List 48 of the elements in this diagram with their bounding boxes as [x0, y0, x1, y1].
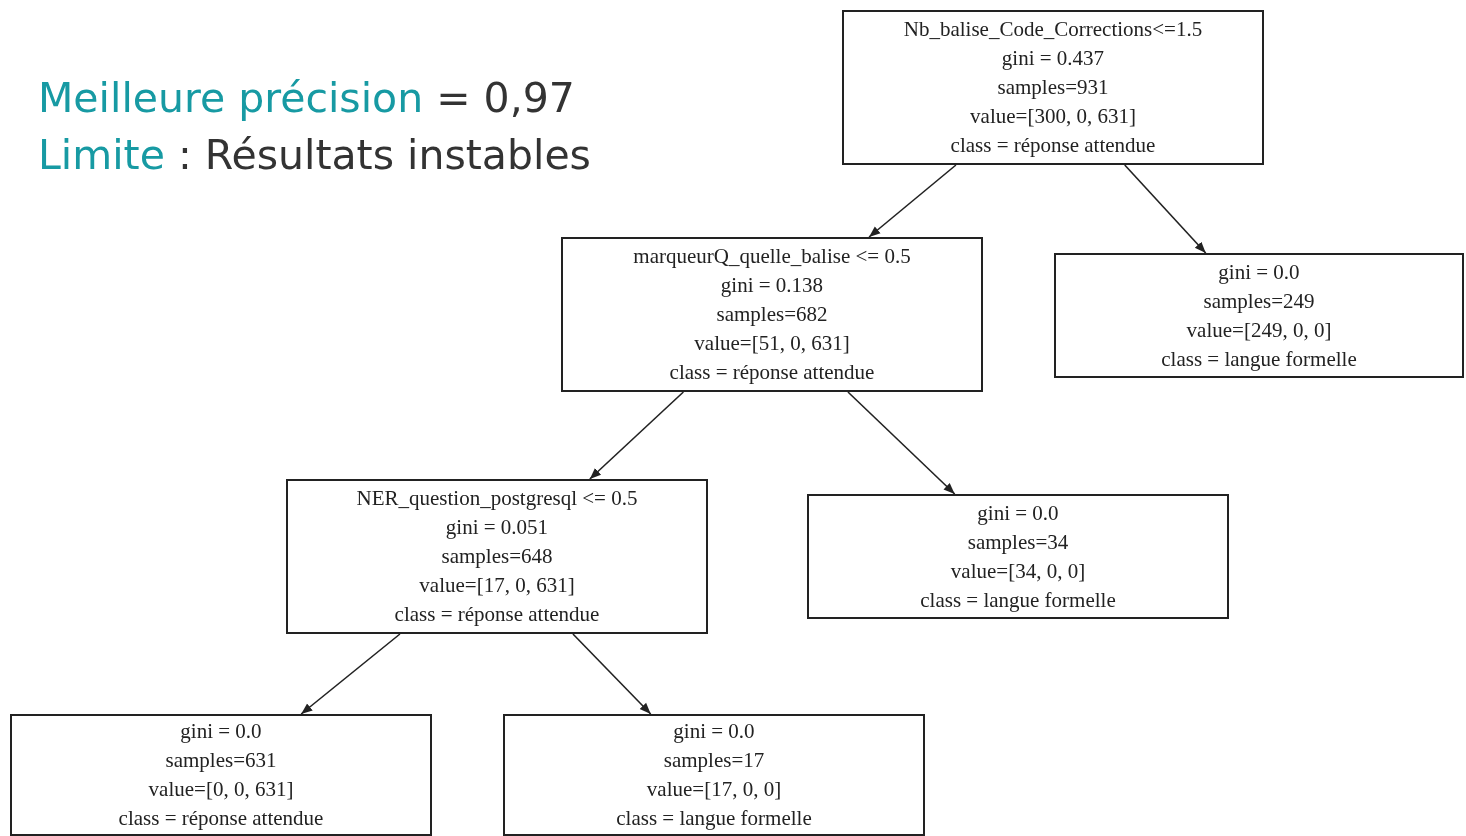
node-text: samples=34: [967, 528, 1069, 556]
metric-value: = 0,97: [436, 74, 575, 122]
node-text: class = réponse attendue: [394, 601, 600, 628]
arrow: [868, 164, 957, 238]
node-text: value=[249, 0, 0]: [1186, 316, 1332, 344]
limit-text: : Résultats instables: [177, 131, 591, 179]
node-text: value=[0, 0, 631]: [148, 776, 294, 803]
node-text: class = langue formelle: [1161, 345, 1357, 373]
node-text: Nb_balise_Code_Corrections<=1.5: [903, 16, 1203, 43]
tree-node-box: [286, 479, 708, 634]
arrow: [300, 633, 401, 715]
node-text: gini = 0.0: [180, 718, 262, 745]
tree-node-box: [503, 714, 925, 836]
tree-node-box: [1054, 253, 1464, 378]
node-text: samples=931: [997, 74, 1109, 101]
node-text: class = langue formelle: [920, 586, 1116, 614]
tree-node-box: [842, 10, 1264, 165]
node-text: samples=631: [165, 747, 277, 774]
tree-node-box: [807, 494, 1229, 619]
node-text: gini = 0.0: [977, 499, 1059, 527]
arrow: [572, 633, 652, 715]
node-text: class = réponse attendue: [950, 132, 1156, 159]
node-text: value=[17, 0, 0]: [646, 776, 782, 803]
arrow: [1123, 164, 1207, 254]
node-text: gini = 0.437: [1001, 45, 1105, 72]
node-text: marqueurQ_quelle_balise <= 0.5: [633, 243, 911, 270]
node-text: samples=648: [441, 543, 553, 570]
node-text: samples=249: [1203, 287, 1315, 315]
node-text: value=[17, 0, 631]: [419, 572, 575, 599]
node-text: gini = 0.0: [1218, 258, 1300, 286]
node-text: value=[300, 0, 631]: [970, 103, 1136, 130]
node-text: class = langue formelle: [616, 805, 812, 832]
arrow: [589, 391, 685, 480]
node-text: gini = 0.138: [720, 272, 824, 299]
node-text: class = réponse attendue: [669, 359, 875, 386]
limit-label: Limite: [38, 131, 165, 179]
node-text: value=[34, 0, 0]: [950, 557, 1086, 585]
tree-node-box: [561, 237, 983, 392]
node-text: class = réponse attendue: [118, 805, 324, 832]
node-text: gini = 0.0: [673, 718, 755, 745]
node-text: samples=682: [716, 301, 828, 328]
node-text: value=[51, 0, 631]: [694, 330, 850, 357]
node-text: samples=17: [663, 747, 765, 774]
node-text: NER_question_postgresql <= 0.5: [356, 485, 638, 512]
arrow: [847, 391, 956, 495]
node-text: gini = 0.051: [445, 514, 549, 541]
metric-label: Meilleure précision: [38, 74, 424, 122]
tree-node-box: [10, 714, 432, 836]
